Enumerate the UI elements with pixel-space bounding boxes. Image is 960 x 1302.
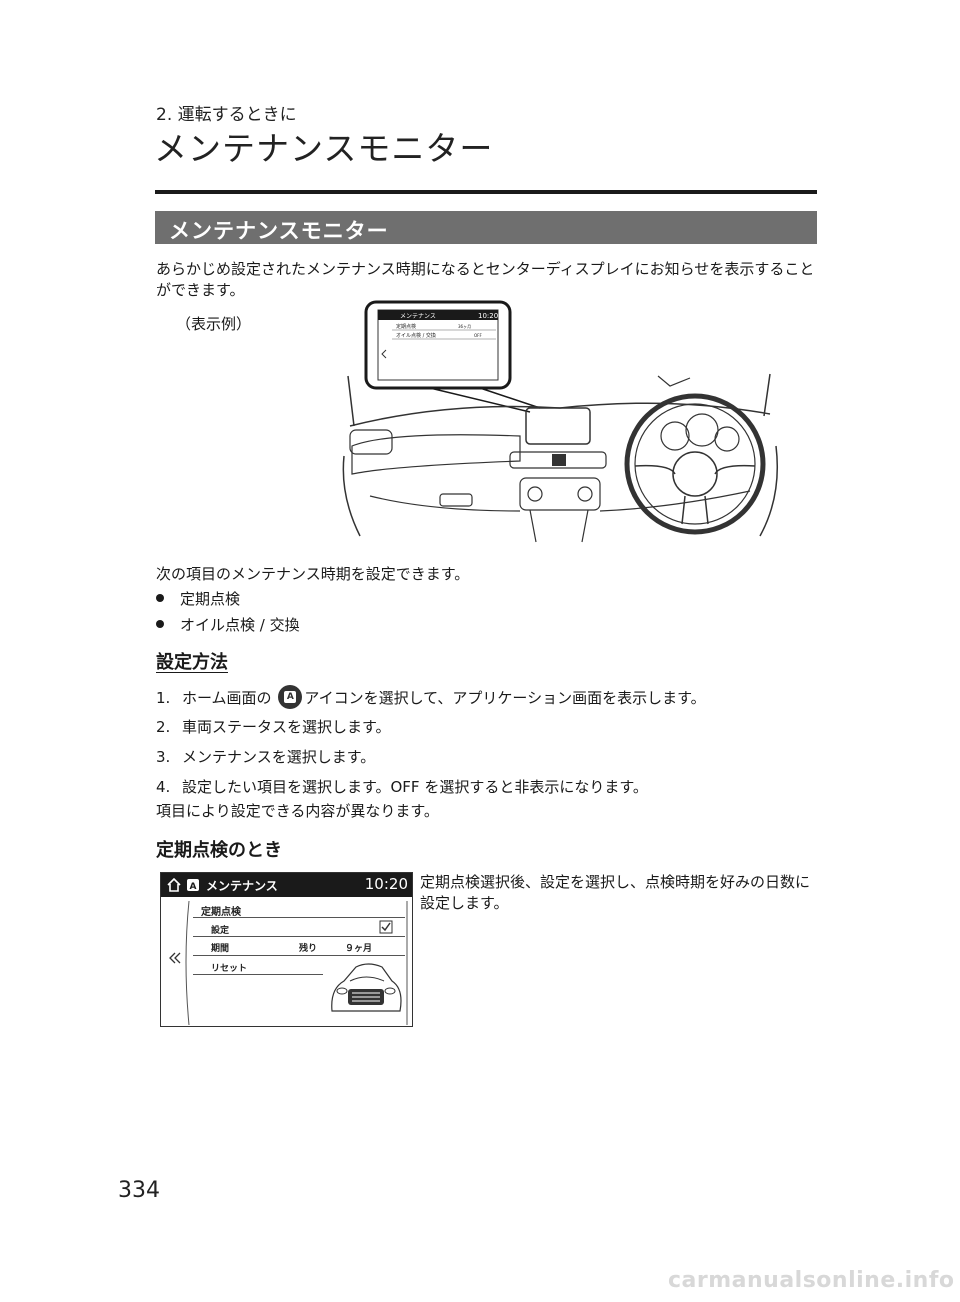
screen-clock: 10:20: [364, 875, 408, 893]
bullet-dot: [156, 620, 164, 628]
title-rule: [155, 190, 817, 194]
bullet-dot: [156, 594, 164, 602]
watermark: carmanualsonline.info: [668, 1268, 955, 1293]
periodic-description: 定期点検選択後、設定を選択し、点検時期を好みの日数に設定します。: [420, 873, 811, 912]
list-item: オイル点検 / 交換: [156, 614, 300, 635]
section-band: メンテナンスモニター: [155, 211, 817, 244]
mini-row2-label: オイル点検 / 交換: [396, 332, 436, 339]
car-icon: [331, 963, 402, 1012]
maintenance-screen: A メンテナンス 10:20 定期点検 設定 期間 残り ９ヶ月 リセット: [160, 872, 413, 1027]
step-number: 1.: [156, 689, 171, 707]
section-title: メンテナンスモニター: [169, 219, 389, 243]
mini-screen-clock: 10:20: [478, 312, 498, 320]
mini-screen-title: メンテナンス: [400, 313, 436, 320]
applications-icon: A: [278, 685, 303, 709]
list-item-text: オイル点検 / 交換: [180, 616, 300, 634]
mini-row1-value: 36ヶ月: [458, 324, 471, 329]
step-2: 2.車両ステータスを選択します。: [156, 718, 391, 736]
row-setting[interactable]: 設定: [211, 926, 230, 936]
chapter-label: 2. 運転するときに: [156, 105, 297, 125]
row-period-remaining: 残り: [299, 944, 318, 954]
divider: [193, 917, 405, 918]
intro-paragraph: あらかじめ設定されたメンテナンス時期になるとセンターディスプレイにお知らせを表示…: [156, 260, 815, 299]
setup-heading: 設定方法: [156, 652, 228, 673]
mini-row1-label: 定期点検: [396, 323, 416, 330]
page-title: メンテナンスモニター: [154, 129, 494, 168]
row-reset[interactable]: リセット: [211, 964, 248, 974]
example-label: （表示例）: [176, 315, 252, 333]
page-number: 334: [118, 1178, 160, 1203]
list-item-text: 定期点検: [180, 590, 241, 608]
screen-title: メンテナンス: [206, 879, 278, 893]
divider: [193, 955, 405, 956]
screen-frame: [169, 900, 408, 1025]
step-3: 3.メンテナンスを選択します。: [156, 748, 376, 766]
step-text: アイコンを選択して、アプリケーション画面を表示します。: [304, 689, 706, 707]
list-item: 定期点検: [156, 588, 240, 609]
checkbox-checked-icon[interactable]: [379, 920, 393, 934]
applications-icon: A: [187, 879, 199, 892]
mini-row2-value: OFF: [474, 333, 482, 338]
screen-heading: 定期点検: [201, 907, 241, 918]
periodic-heading: 定期点検のとき: [156, 840, 282, 861]
dashboard-illustration: メンテナンス 10:20 定期点検 36ヶ月 オイル点検 / 交換 OFF: [342, 300, 779, 543]
svg-text:A: A: [190, 882, 197, 892]
step-4: 4.設定したい項目を選択します。OFF を選択すると非表示になります。: [156, 778, 648, 796]
row-period-value: ９ヶ月: [345, 944, 373, 954]
items-lead: 次の項目のメンテナンス時期を設定できます。: [156, 565, 470, 583]
step-text: ホーム画面の: [182, 689, 272, 707]
setup-note: 項目により設定できる内容が異なります。: [156, 802, 439, 820]
divider: [193, 974, 323, 975]
home-icon: [167, 878, 181, 892]
divider: [193, 936, 405, 937]
row-period[interactable]: 期間: [211, 944, 230, 954]
screen-topbar: A メンテナンス 10:20: [161, 873, 412, 897]
